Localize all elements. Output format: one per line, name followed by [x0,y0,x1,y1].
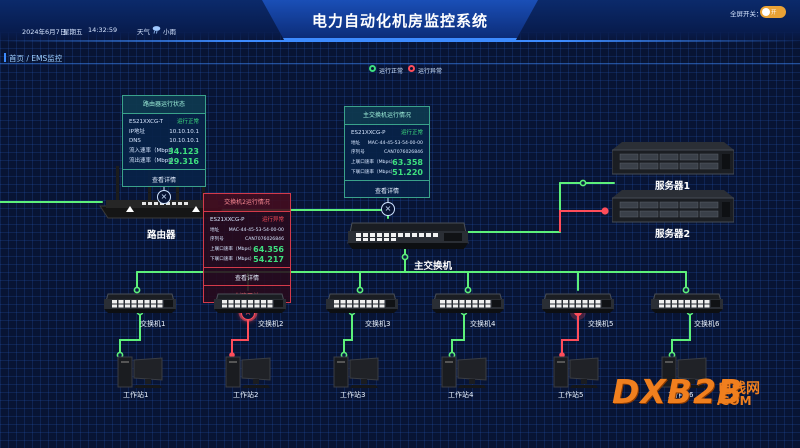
server2-device [612,190,734,223]
header-divider [0,40,800,42]
access-switch-4-device[interactable] [432,291,504,313]
server-rack-group [612,142,734,223]
switch2-model: ES21XXCG-P [210,217,245,223]
weather-label: 天气 [137,28,150,36]
switch2-down-value: 54.217 [253,255,284,264]
main-switch-sn-value: CAN7076026846 [383,150,423,155]
workstation-2-device[interactable] [224,355,272,389]
access-switch-3-device[interactable] [326,291,398,313]
legend-abnormal: 运行异常 [418,68,443,75]
fullscreen-label: 全屏开关： [730,10,763,18]
main-switch-mac-value: MAC-44-45-53-54-00-00 [367,141,423,146]
workstation-6-label[interactable]: 工作站6 [668,391,694,399]
access-switch-5-device[interactable] [542,291,614,313]
router-card-title: 路由器运行状态 [123,96,205,114]
router-in-label: 流入速率（Mbps） [129,148,177,154]
router-detail-link[interactable]: 查看详情 [151,177,176,184]
workstation-2-label[interactable]: 工作站2 [233,391,259,399]
router-model: ES21XXCG-T [129,119,164,125]
router-card-close-icon[interactable]: × [157,190,171,204]
workstation-5-label[interactable]: 工作站5 [558,391,584,399]
main-switch-card-title: 主交换机运行情况 [345,107,429,125]
breadcrumb-text: 首页 / EMS监控 [9,53,62,64]
main-switch-status: 运行正常 [400,130,423,136]
router-ip-label: IP地址 [129,129,145,135]
router-in-value: 34.123 [168,147,199,156]
page-title: 电力自动化机房监控系统 [311,12,488,30]
workstation-6-device[interactable] [660,355,708,389]
breadcrumb [0,50,800,64]
switch2-up-label: 上联口速率（Mbps） [210,247,255,252]
router-status-card: 路由器运行状态 ES21XXCG-T 运行正常 IP地址 10.10.10.1 DN… [122,95,206,187]
legend-normal-icon [369,65,376,72]
breadcrumb-home[interactable]: 首页 [9,54,24,63]
access-switch-2-device[interactable] [214,291,286,313]
header-date: 2024年6月7日 [22,28,67,36]
access-switch-6-device[interactable] [651,291,723,313]
workstation-3-device[interactable] [332,355,380,389]
router-out-value: 29.316 [168,157,199,166]
watermark-logo: DXB2B [612,372,744,411]
breadcrumb-current: EMS监控 [31,54,63,63]
router-dns-value: 10.10.10.1 [169,138,199,144]
title-plate [262,0,538,40]
access-switch-1-device[interactable] [104,291,176,313]
switch2-up-value: 64.356 [253,245,284,254]
toggle-state: 开 [771,10,777,16]
main-switch-label: 主交换机 [414,261,453,272]
rain-cloud-icon [152,26,161,34]
switch2-sn-value: CAN7076026846 [244,237,284,242]
main-switch-sn-label: 序列号 [351,150,365,155]
access-switch-4-label[interactable]: 交换机4 [470,320,496,328]
switch2-card-title: 交换机2运行情况 [204,194,290,212]
workstation-4-device[interactable] [440,355,488,389]
access-switch-5-label[interactable]: 交换机5 [588,320,614,328]
workstation-4-label[interactable]: 工作站4 [448,391,474,399]
switch2-status-card: 交换机2运行情况 ES21XXCG-P 运行异常 地址 MAC-44-45-53-5… [203,193,291,303]
legend-abnormal-icon [408,65,415,72]
switch2-sn-label: 序列号 [210,237,224,242]
switch2-detail-link[interactable]: 查看详情 [234,275,259,282]
router-out-label: 流出速率（Mbps） [129,158,177,164]
server1-device [612,142,734,175]
router-dns-label: DNS [129,138,141,144]
weather-value: 小雨 [163,28,176,36]
server1-label[interactable]: 服务器1 [655,181,691,192]
breadcrumb-accent [4,53,6,62]
router-ip-value: 10.10.10.1 [169,129,199,135]
main-switch-device[interactable] [346,215,470,251]
access-switch-6-label[interactable]: 交换机6 [694,320,720,328]
header-time: 14:32:59 [88,26,118,34]
breadcrumb-sep: / [26,54,29,63]
workstation-1-device[interactable] [116,355,164,389]
switch2-status: 运行异常 [261,217,284,223]
router-status: 运行正常 [176,119,199,125]
access-switch-2-label[interactable]: 交换机2 [258,320,284,328]
access-switch-1-label[interactable]: 交换机1 [140,320,166,328]
legend-normal: 运行正常 [379,68,404,75]
workstation-3-label[interactable]: 工作站3 [340,391,366,399]
main-switch-card-close-icon[interactable]: × [381,202,395,216]
workstation-1-label[interactable]: 工作站1 [123,391,149,399]
main-switch-model: ES21XXCG-P [351,130,386,136]
workstation-5-device[interactable] [552,355,600,389]
main-switch-down-label: 下联口速率（Mbps） [351,170,396,175]
switch2-mac-value: MAC-44-45-53-54-00-00 [228,228,284,233]
server2-label[interactable]: 服务器2 [655,229,691,240]
main-switch-mac-label: 地址 [351,141,361,146]
main-switch-up-label: 上联口速率（Mbps） [351,160,396,165]
main-switch-up-value: 63.358 [392,158,423,167]
main-switch-detail-link[interactable]: 查看详情 [374,188,399,195]
main-switch-down-value: 51.220 [392,168,423,177]
header-weekday: 星期五 [63,28,83,36]
access-switch-3-label[interactable]: 交换机3 [365,320,391,328]
watermark-cn: 电线网 [718,381,760,397]
watermark-com: .COM [716,394,752,408]
router-label: 路由器 [147,230,176,241]
switch2-down-label: 下联口速率（Mbps） [210,257,255,262]
switch2-mac-label: 地址 [210,228,220,233]
toggle-knob [762,8,770,16]
main-switch-status-card: 主交换机运行情况 ES21XXCG-P 运行正常 地址 MAC-44-45-53-5… [344,106,430,198]
